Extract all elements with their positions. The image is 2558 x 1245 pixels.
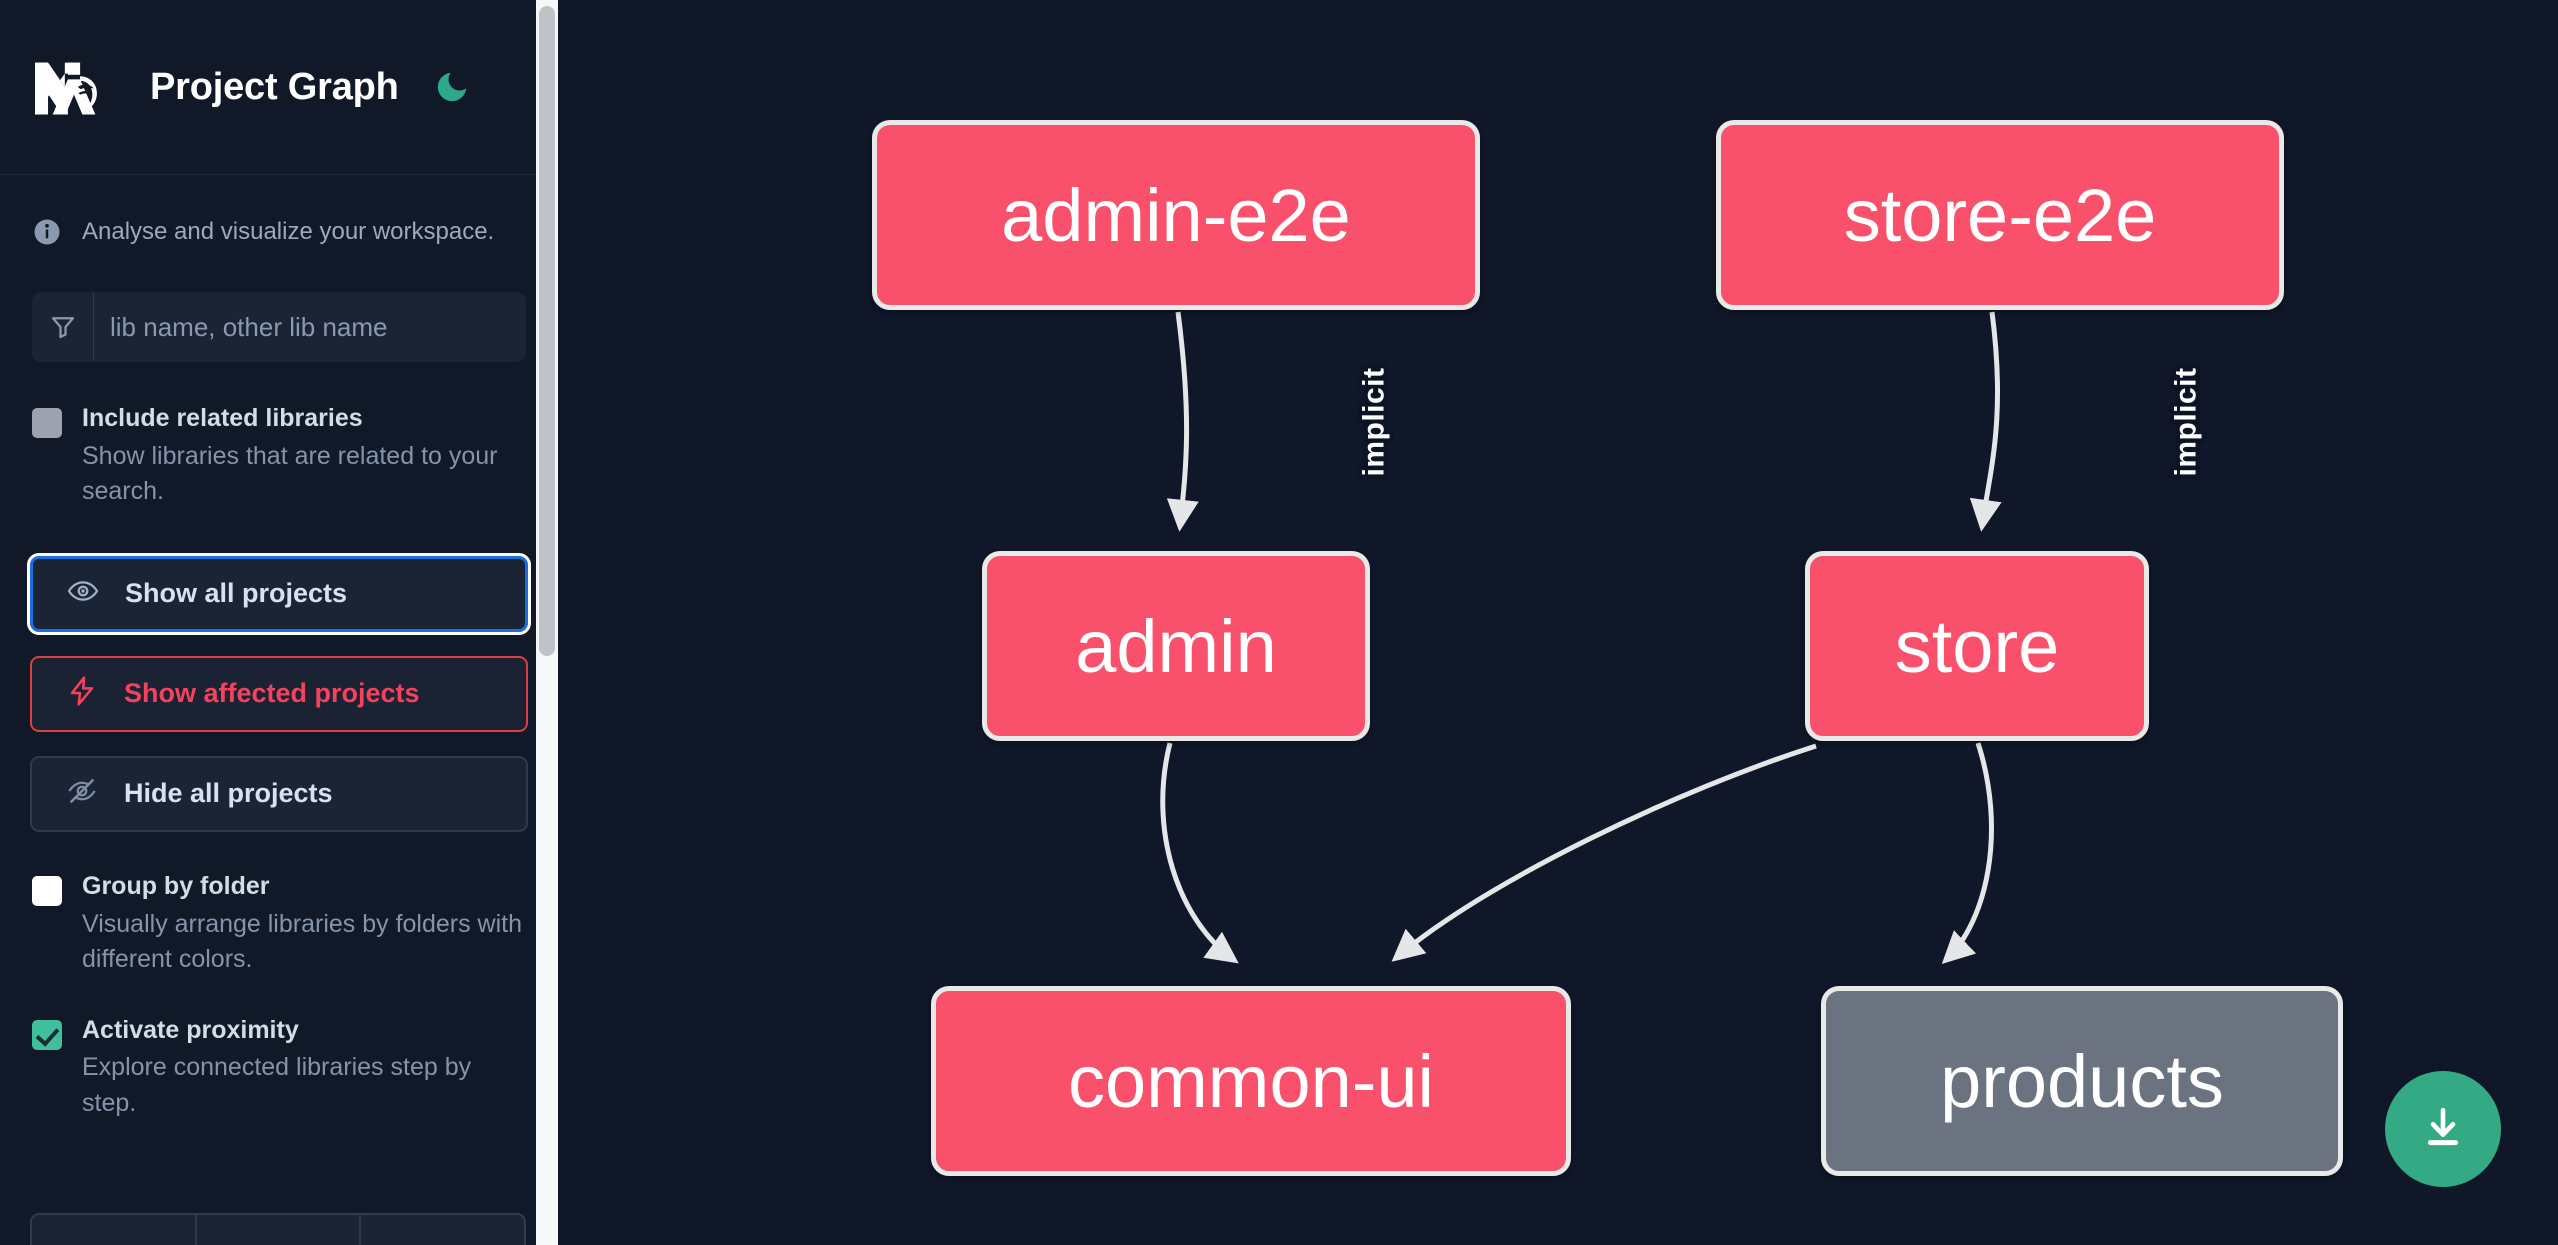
activate-proximity-texts: Activate proximity Explore connected lib…	[82, 1014, 522, 1122]
segmented-option-1[interactable]	[30, 1213, 197, 1245]
graph-node-store-label: store	[1894, 604, 2060, 688]
eye-icon	[67, 575, 99, 612]
sidebar-scrollbar[interactable]	[536, 0, 558, 1245]
show-all-projects-button[interactable]: Show all projects	[27, 552, 531, 635]
include-related-libraries-description: Show libraries that are related to your …	[82, 441, 498, 506]
sidebar-header: Project Graph	[0, 0, 558, 175]
group-by-folder-row: Group by folder Visually arrange librari…	[0, 870, 558, 978]
project-visibility-buttons: Show all projects Show affected projects	[0, 552, 558, 832]
hide-all-projects-label: Hide all projects	[124, 778, 333, 809]
group-by-folder-description: Visually arrange libraries by folders wi…	[82, 909, 523, 974]
graph-node-store-e2e[interactable]: store-e2e	[1716, 120, 2284, 310]
funnel-icon	[32, 292, 94, 362]
bolt-icon	[66, 675, 98, 712]
edge-label-implicit-store: implicit	[2169, 367, 2203, 477]
graph-node-products[interactable]: products	[1821, 986, 2343, 1176]
download-button[interactable]	[2385, 1071, 2501, 1187]
edge-admin-common-ui	[1160, 742, 1239, 964]
edge-label-implicit-admin: implicit	[1357, 367, 1391, 477]
graph-node-common-ui[interactable]: common-ui	[931, 986, 1571, 1176]
graph-node-common-ui-label: common-ui	[1068, 1039, 1434, 1123]
group-by-folder-texts: Group by folder Visually arrange librari…	[82, 870, 522, 978]
graph-node-admin-e2e[interactable]: admin-e2e	[872, 120, 1480, 310]
group-by-folder-checkbox[interactable]	[32, 875, 62, 906]
eye-off-icon	[66, 775, 98, 812]
show-affected-projects-label: Show affected projects	[124, 678, 420, 709]
graph-node-admin[interactable]: admin	[982, 551, 1370, 741]
filter-bar	[32, 292, 526, 362]
edge-store-products	[1941, 742, 1994, 965]
hide-all-projects-button[interactable]: Hide all projects	[30, 755, 528, 832]
graph-node-products-label: products	[1940, 1039, 2224, 1123]
edge-admin-e2e-admin	[1166, 311, 1199, 532]
include-related-libraries-texts: Include related libraries Show libraries…	[82, 402, 522, 510]
activate-proximity-label: Activate proximity	[82, 1015, 299, 1044]
edge-store-e2e-store	[1969, 311, 2002, 532]
activate-proximity-description: Explore connected libraries step by step…	[82, 1053, 472, 1117]
sidebar: Project Graph Analyse and visualize your…	[0, 0, 558, 1245]
show-affected-projects-button[interactable]: Show affected projects	[30, 655, 528, 732]
search-input[interactable]	[94, 292, 526, 362]
activate-proximity-row: Activate proximity Explore connected lib…	[0, 1014, 558, 1122]
show-all-projects-label: Show all projects	[125, 578, 348, 609]
sidebar-scrollbar-thumb[interactable]	[539, 6, 555, 656]
include-related-libraries-checkbox[interactable]	[32, 408, 62, 438]
group-by-folder-label: Group by folder	[82, 871, 270, 900]
segmented-option-3[interactable]	[361, 1213, 527, 1245]
edge-store-common-ui	[1391, 743, 1817, 962]
graph-node-admin-e2e-label: admin-e2e	[1001, 173, 1351, 257]
layout-segmented-control[interactable]	[30, 1213, 527, 1245]
include-related-libraries-label: Include related libraries	[82, 404, 363, 432]
include-related-libraries-row: Include related libraries Show libraries…	[0, 402, 558, 510]
workspace-info-text: Analyse and visualize your workspace.	[82, 218, 495, 245]
graph-node-store-e2e-label: store-e2e	[1843, 173, 2157, 257]
graph-node-admin-label: admin	[1075, 604, 1277, 688]
nx-logo-icon	[32, 56, 116, 118]
info-icon	[32, 217, 62, 247]
moon-icon[interactable]	[429, 64, 475, 110]
activate-proximity-checkbox[interactable]	[32, 1019, 62, 1050]
page-title: Project Graph	[150, 65, 399, 108]
segmented-option-2[interactable]	[196, 1213, 362, 1245]
graph-node-store[interactable]: store	[1805, 551, 2149, 741]
workspace-info: Analyse and visualize your workspace.	[0, 175, 558, 247]
download-icon	[2418, 1103, 2468, 1156]
graph-canvas[interactable]: implicit implicit admin-e2e store-e2e ad…	[558, 0, 2558, 1245]
